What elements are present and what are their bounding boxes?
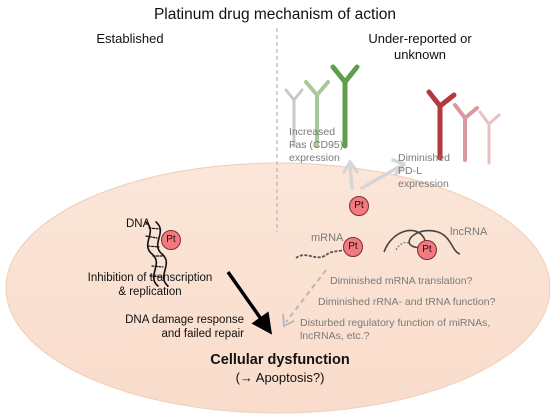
lncrna-label: lncRNA (450, 226, 488, 238)
pdl-label-line1: Diminished (398, 152, 450, 164)
mrna-strand (295, 247, 349, 259)
under-reported-header-line2: unknown (393, 47, 447, 62)
pt-badge-lncrna: Pt (417, 240, 437, 260)
outcome-main: Cellular dysfunction (210, 352, 350, 368)
regulatory-text-line2: lncRNAs, etc.? (300, 330, 370, 342)
fas-receptor-small (284, 88, 304, 148)
lncrna-strand (383, 229, 461, 255)
outcome-sub: (→ Apoptosis?) (235, 370, 325, 385)
pt-to-receptor-arrows (342, 158, 406, 190)
dna-damage-label-line2: and failed repair (161, 328, 244, 340)
inhibition-label-line2: & replication (118, 286, 182, 298)
regulatory-text-line1: Disturbed regulatory function of miRNAs, (300, 317, 491, 329)
fas-label-line1: Increased (289, 126, 336, 138)
fas-label-line3: expression (289, 152, 340, 164)
mrna-label: mRNA (311, 232, 344, 244)
dna-label: DNA (126, 218, 151, 230)
diagram-title: Platinum drug mechanism of action (153, 6, 397, 23)
fas-label-line2: Fas (CD95) (289, 139, 344, 151)
pdl-receptor-medium (453, 103, 479, 162)
inhibition-label-line1: Inhibition of transcription (87, 272, 213, 284)
under-reported-header-line1: Under-reported or (368, 31, 472, 46)
fas-receptor-medium (304, 80, 330, 148)
pdl-receptor-large (426, 89, 457, 161)
pt-badge-dna: Pt (161, 230, 181, 250)
dna-damage-label-line1: DNA damage response (125, 314, 244, 326)
pt-badge-mrna: Pt (343, 237, 363, 257)
cell-body (5, 162, 550, 414)
mrna-translation-text: Diminished mRNA translation? (330, 275, 473, 287)
rrna-trna-text: Diminished rRNA- and tRNA function? (318, 296, 496, 308)
putative-effect-arrow (282, 269, 327, 328)
main-effect-arrow (226, 270, 273, 335)
fas-receptor-large (330, 64, 360, 149)
pdl-label-line3: expression (398, 178, 449, 190)
pdl-label-line2: PD-L (398, 165, 422, 177)
established-header: Established (96, 31, 164, 46)
pdl-receptor-small (478, 110, 501, 165)
lncrna-strand-detail (395, 241, 413, 251)
dna-helix (145, 221, 169, 287)
pt-badge-receptors: Pt (349, 196, 369, 216)
